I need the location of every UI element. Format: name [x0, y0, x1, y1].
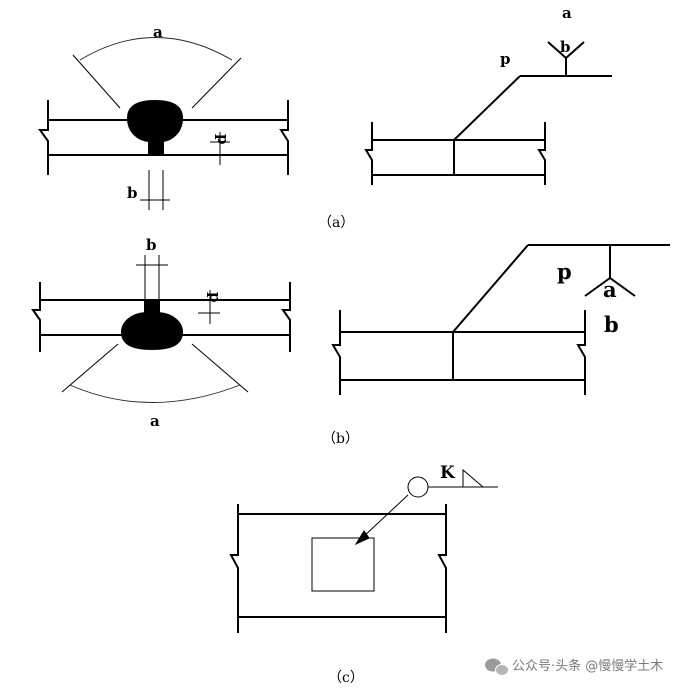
panel-a-depth-label: p	[214, 134, 232, 145]
watermark-text: 公众号·头条 @慢慢学土木	[512, 658, 663, 674]
caption-a: （a）	[318, 215, 354, 231]
panel-c-plate: K	[229, 463, 498, 633]
panel-a-left-section: a p b	[38, 23, 289, 210]
panel-a-right-symbol: p a b	[364, 4, 612, 185]
panel-a-symbol-p-label: p	[500, 50, 511, 68]
panel-a-symbol-b-label: b	[560, 38, 571, 56]
panel-b-right-symbol: p a b	[331, 244, 670, 395]
watermark: 公众号·头条 @慢慢学土木	[485, 658, 663, 676]
panel-b-symbol-p-label: p	[557, 259, 572, 284]
panel-b-gap-label: b	[146, 236, 157, 254]
wechat-icon	[485, 658, 509, 676]
panel-b-angle-label: a	[150, 412, 160, 430]
panel-b-left-section: b p a	[31, 236, 291, 430]
panel-b-symbol-b-label: b	[604, 312, 619, 337]
panel-a-angle-label: a	[153, 23, 163, 41]
caption-b: （b）	[322, 431, 359, 447]
caption-c: （c）	[328, 670, 364, 686]
panel-a-gap-label: b	[127, 184, 138, 202]
panel-a-symbol-a-label: a	[562, 4, 572, 22]
panel-b-symbol-a-label: a	[603, 277, 617, 302]
panel-b-depth-label: p	[206, 292, 224, 303]
panel-c-weld-size-label: K	[440, 463, 456, 483]
